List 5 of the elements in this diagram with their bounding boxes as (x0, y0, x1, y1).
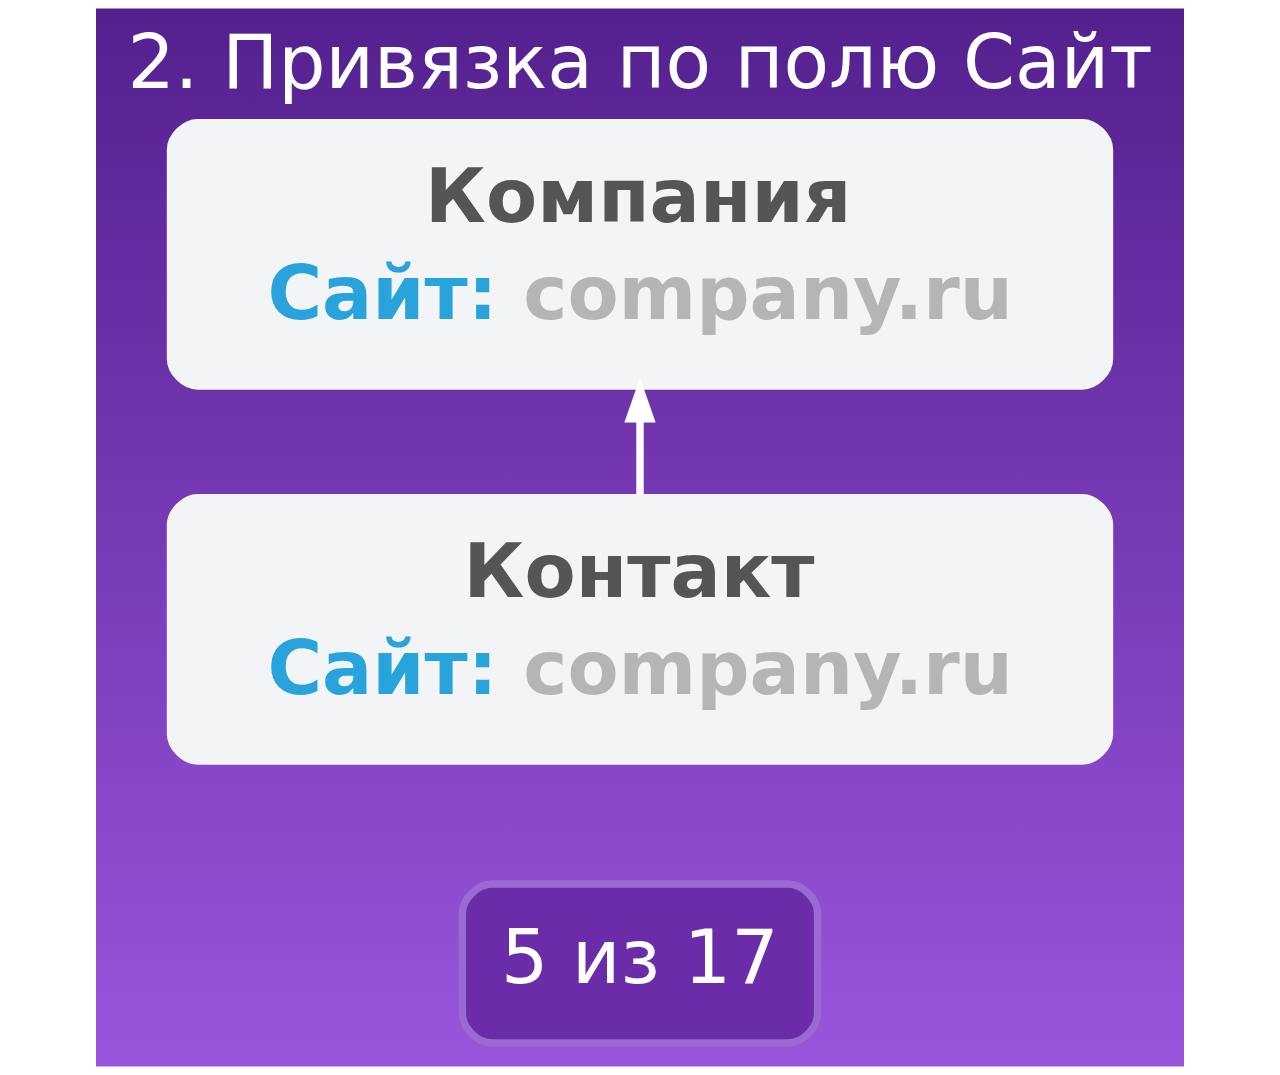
label: 5 из 17 (500, 914, 779, 1002)
diagram-title: 2. Привязка по полю Сайт (127, 18, 1153, 106)
node-box: Компания Сайт: company.ru (166, 118, 1114, 390)
arrow (624, 377, 656, 496)
node-box: Контакт Сайт: company.ru (166, 494, 1114, 765)
